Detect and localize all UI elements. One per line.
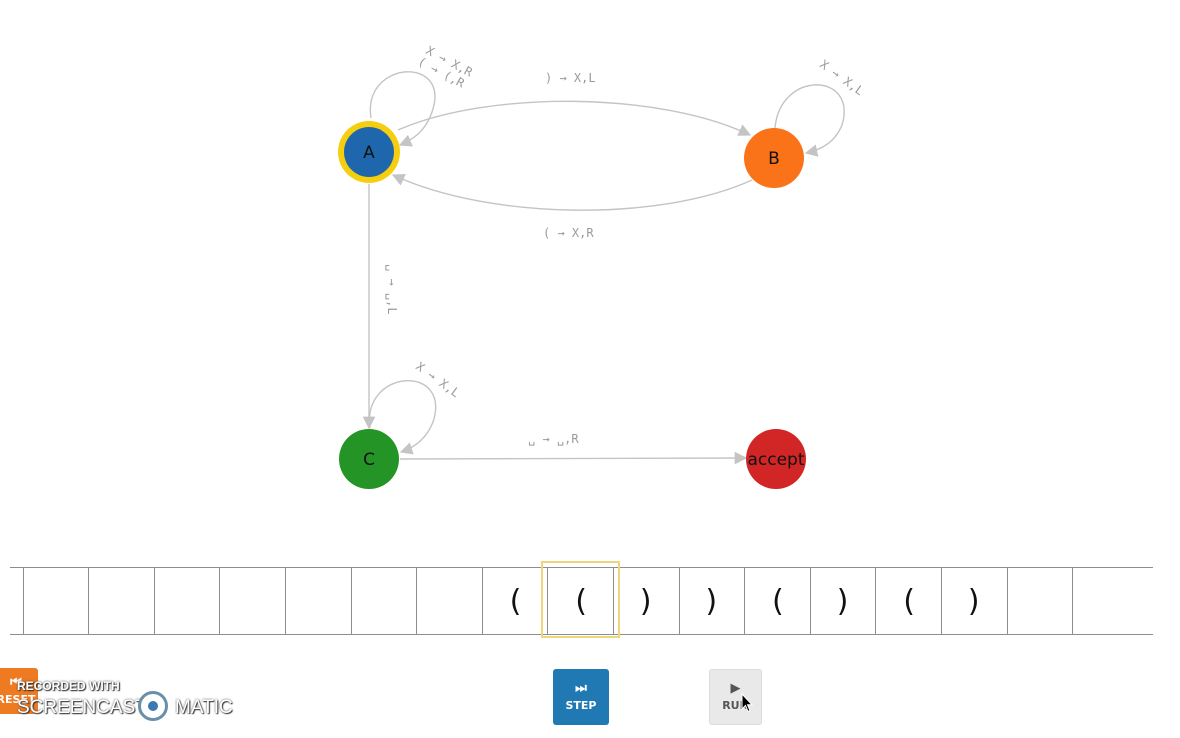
tape-cell: ) (809, 568, 876, 634)
tape-cell: ) (612, 568, 679, 634)
state-c-label: C (363, 450, 375, 470)
edge-label-b-to-a: ( → X,R (543, 226, 594, 240)
edge-a-loop[interactable] (369, 71, 436, 147)
tape-cell: ( (481, 568, 548, 634)
tape-cell (0, 568, 23, 634)
reset-button[interactable]: ⏮ RESET (0, 668, 38, 714)
tape-cell (284, 568, 351, 634)
state-a[interactable]: A (338, 121, 400, 183)
edge-b-to-a[interactable] (391, 174, 753, 211)
state-accept[interactable]: accept (746, 429, 806, 489)
skip-back-icon: ⏮ (10, 675, 22, 690)
edge-label-a-to-b: ) → X,L (545, 71, 596, 85)
state-b[interactable]: B (744, 128, 804, 188)
tape-cell: ) (940, 568, 1007, 634)
edge-c-loop[interactable] (368, 379, 437, 455)
screencast-watermark: RECORDED WITH SCREENCAST MATIC (17, 679, 257, 729)
tape: (())()() (10, 567, 1153, 635)
reset-button-label: RESET (0, 693, 36, 706)
state-c-circle (339, 429, 399, 489)
play-icon: ▶ (730, 681, 741, 696)
tape-cell: ( (744, 568, 810, 634)
tape-cell (22, 568, 89, 634)
step-button[interactable]: ⏭ STEP (553, 669, 609, 725)
state-c[interactable]: C (339, 429, 399, 489)
edge-c-to-accept[interactable] (399, 451, 748, 465)
watermark-brand-right: MATIC (175, 697, 233, 718)
tape-cell (416, 568, 482, 634)
run-button[interactable]: ▶ RUN (709, 669, 762, 725)
watermark-logo-icon (138, 691, 168, 721)
state-diagram: X → X,R ( → (,R ) → X,L ( → X,R X → X,L … (338, 43, 866, 489)
edge-b-loop[interactable] (774, 84, 845, 157)
tape-cell (1006, 568, 1073, 634)
watermark-recorded-with: RECORDED WITH (17, 679, 120, 693)
tape-cell: ) (678, 568, 745, 634)
step-button-label: STEP (565, 699, 597, 712)
state-accept-circle (746, 429, 806, 489)
tape-cell (219, 568, 285, 634)
state-a-circle (344, 127, 394, 177)
watermark-brand-left: SCREENCAST (17, 697, 147, 718)
edge-label-c-loop: X → X,L (413, 359, 462, 400)
tape-cell: ( (547, 568, 613, 634)
edge-a-to-b[interactable] (397, 100, 752, 136)
tape-cell (350, 568, 417, 634)
state-a-label: A (363, 143, 375, 163)
state-b-label: B (768, 149, 780, 169)
tape-cell (153, 568, 220, 634)
tape-cell: ( (875, 568, 941, 634)
tape-cell (1072, 568, 1138, 634)
edge-label-c-to-accept: ␣ → ␣,R (528, 432, 579, 446)
edge-label-b-loop: X → X,L (817, 57, 866, 98)
step-forward-icon: ⏭ (575, 681, 587, 696)
state-b-circle (744, 128, 804, 188)
tape-cell (88, 568, 154, 634)
tape-head-highlight (541, 561, 620, 638)
state-accept-label: accept (747, 450, 804, 470)
edge-label-a-to-c: ␣ → ␣,L (385, 264, 399, 315)
mouse-cursor-icon (741, 693, 753, 713)
